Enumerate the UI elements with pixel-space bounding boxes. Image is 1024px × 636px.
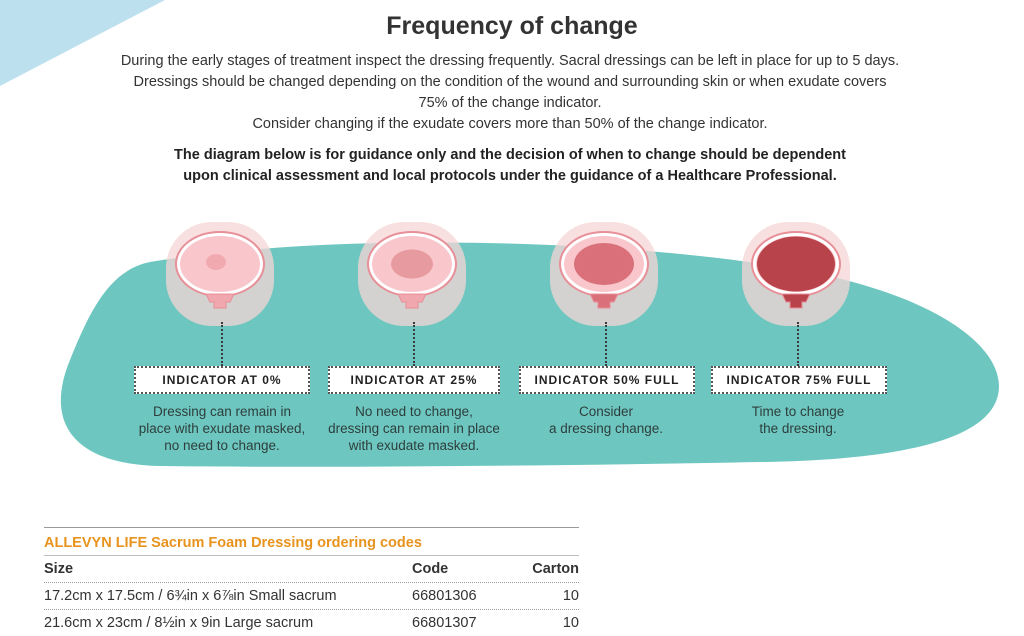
indicator-description-75: Time to change the dressing. [703,403,893,437]
description-line: dressing can remain in place [328,421,500,436]
dressing-tab [589,293,619,309]
guidance-line: The diagram below is for guidance only a… [174,147,846,163]
exudate-area [206,254,226,270]
description-line: a dressing change. [548,421,664,436]
exudate-area [574,243,634,285]
page-title: Frequency of change [386,12,638,40]
guidance-note: The diagram below is for guidance only a… [120,145,900,187]
exudate-area [757,236,835,292]
table-header-row: Size Code Carton [44,555,579,582]
cell-code: 66801306 [412,588,477,604]
dressing-svg [166,222,274,326]
dressing-illustration-25 [352,218,472,338]
table-title: ALLEVYN LIFE Sacrum Foam Dressing orderi… [44,535,422,551]
dotted-connector [413,322,415,366]
indicator-description-0: Dressing can remain in place with exudat… [127,403,317,454]
indicator-label-75: INDICATOR 75% FULL [711,366,887,394]
header-code: Code [412,561,449,577]
ordering-codes-table: ALLEVYN LIFE Sacrum Foam Dressing orderi… [44,527,579,636]
description-line: place with exudate masked, [138,421,306,436]
dotted-connector [221,322,223,366]
cell-size: 17.2cm x 17.5cm / 6¾in x 6⅞in Small sacr… [44,588,337,604]
intro-line: 75% of the change indicator. [418,95,602,111]
dressing-illustration-50 [544,218,664,338]
dotted-connector [605,322,607,366]
indicator-description-25: No need to change, dressing can remain i… [319,403,509,454]
dressing-svg [550,222,658,326]
description-line: No need to change, [355,404,473,419]
indicator-label-25: INDICATOR AT 25% [328,366,500,394]
guidance-line: upon clinical assessment and local proto… [183,168,837,184]
description-line: the dressing. [759,421,837,436]
header-size: Size [44,561,74,577]
cell-carton: 10 [562,588,579,604]
table-row: 21.6cm x 23cm / 8½in x 9in Large sacrum … [44,609,579,636]
table-top-rule [44,527,579,528]
exudate-area [391,249,433,279]
description-line: Time to change [751,404,845,419]
dressing-tab [781,293,811,309]
cell-size: 21.6cm x 23cm / 8½in x 9in Large sacrum [44,615,314,631]
description-line: Dressing can remain in [152,404,292,419]
header-carton: Carton [532,561,579,577]
dressing-tab [397,293,427,309]
dressing-tab [205,293,235,309]
cell-code: 66801307 [412,615,477,631]
dotted-connector [797,322,799,366]
description-line: with exudate masked. [348,438,480,453]
table-row: 17.2cm x 17.5cm / 6¾in x 6⅞in Small sacr… [44,582,579,609]
cell-carton: 10 [562,615,579,631]
indicator-label-0: INDICATOR AT 0% [134,366,310,394]
intro-line: Dressings should be changed depending on… [133,74,887,90]
dressing-svg [358,222,466,326]
intro-line: During the early stages of treatment ins… [120,53,900,69]
description-line: Consider [578,404,634,419]
intro-line: Consider changing if the exudate covers … [252,116,768,132]
indicator-label-50: INDICATOR 50% FULL [519,366,695,394]
description-line: no need to change. [164,438,280,453]
intro-paragraph: During the early stages of treatment ins… [80,51,940,135]
dressing-svg [742,222,850,326]
dressing-illustration-0 [160,218,280,338]
dressing-illustration-75 [736,218,856,338]
corner-decoration [0,0,165,86]
indicator-description-50: Consider a dressing change. [511,403,701,437]
